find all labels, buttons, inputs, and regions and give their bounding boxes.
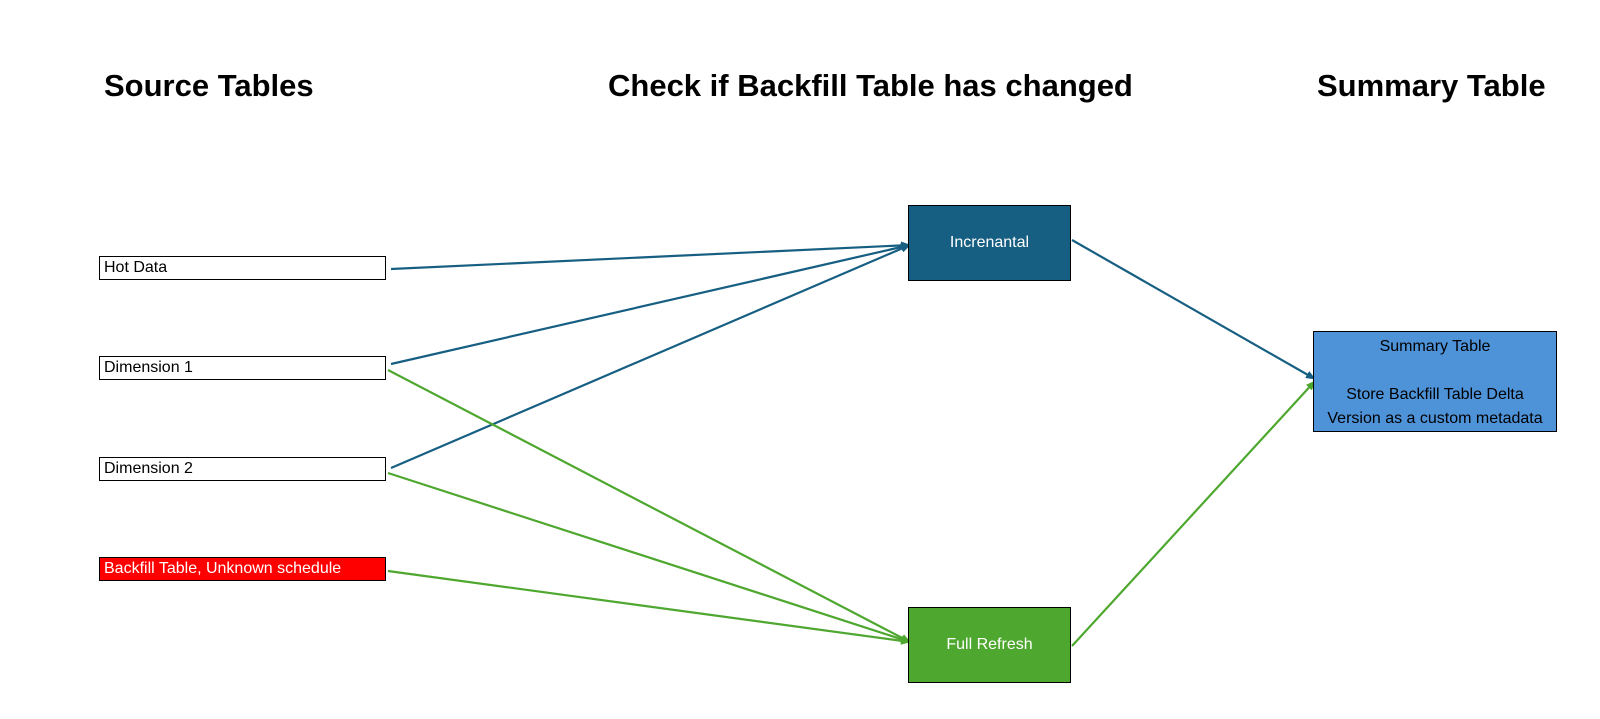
summary-box-line-1: Store Backfill Table Delta (1346, 386, 1524, 403)
source-backfill-table-box: Backfill Table, Unknown schedule (99, 557, 386, 581)
summary-box-line-2: Version as a custom metadata (1327, 410, 1543, 427)
summary-box-title: Summary Table (1379, 338, 1491, 355)
dimension-2-to-incremental-arrow (390, 243, 911, 470)
dimension-1-to-full-refresh-arrow (387, 369, 911, 643)
incremental-to-summary-arrow (1071, 239, 1316, 380)
dimension-2-to-full-refresh-arrow (387, 471, 911, 644)
source-hot-data-box: Hot Data (99, 256, 386, 280)
full-refresh-process-label: Full Refresh (946, 636, 1033, 653)
summary-table-box: Summary Table Store Backfill Table Delta… (1313, 331, 1557, 432)
backfill-to-full-refresh-arrow (387, 569, 911, 645)
summary-table-heading: Summary Table (1317, 68, 1546, 103)
source-tables-heading: Source Tables (104, 68, 314, 103)
incremental-process-label: Increnantal (949, 234, 1030, 251)
incremental-process-box: Increnantal (908, 205, 1071, 281)
source-dimension-2-box: Dimension 2 (99, 457, 386, 481)
check-backfill-heading: Check if Backfill Table has changed (608, 68, 1133, 103)
dimension-1-to-incremental-arrow (390, 243, 911, 366)
hot-data-to-incremental-arrow (390, 241, 911, 271)
full-refresh-to-summary-arrow (1071, 380, 1316, 647)
summary-box-spacer (1314, 359, 1556, 383)
source-dimension-1-box: Dimension 1 (99, 356, 386, 380)
full-refresh-process-box: Full Refresh (908, 607, 1071, 683)
